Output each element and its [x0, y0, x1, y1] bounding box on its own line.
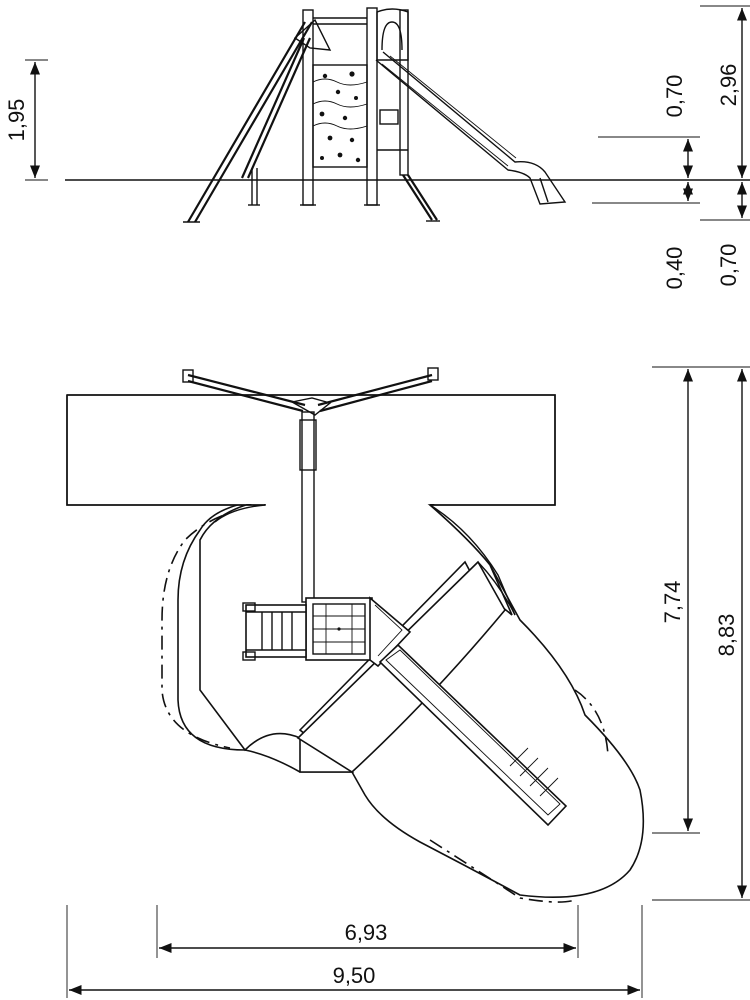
dim-elevation-right: 2,96 0,70 0,40 0,70 [598, 5, 750, 290]
slide-chute-plan [378, 643, 568, 827]
dim-plan-bottom: 6,93 9,50 [66, 905, 643, 998]
climbing-wall [312, 64, 368, 168]
elevation-view: 1,95 2,96 0,70 0,40 0,70 [4, 5, 750, 290]
label-overall-width: 9,50 [333, 963, 376, 988]
slide-platform [369, 596, 412, 668]
free-space-outline [161, 507, 251, 749]
slide-chute [375, 51, 567, 205]
label-depth-lower: 0,70 [716, 244, 741, 287]
label-inner-length: 7,74 [660, 581, 685, 624]
label-platform-offset: 0,70 [662, 75, 687, 118]
dim-plan-right: 7,74 8,83 [652, 366, 750, 901]
rear-support [402, 174, 440, 222]
label-overall-length: 8,83 [714, 614, 739, 657]
dim-fall-height: 1,95 [4, 59, 48, 181]
label-fall-height: 1,95 [4, 99, 29, 142]
a-frame-plan [182, 367, 439, 416]
label-inner-width: 6,93 [345, 920, 388, 945]
plan-view: 7,74 8,83 6,93 9,50 [66, 366, 750, 998]
tower-platform [305, 597, 373, 661]
slide-entry [376, 8, 409, 151]
ladder-plan [242, 602, 307, 661]
label-overall-height: 2,96 [716, 64, 741, 107]
a-frame-supports [183, 18, 332, 223]
label-depth-foundation: 0,40 [662, 247, 687, 290]
